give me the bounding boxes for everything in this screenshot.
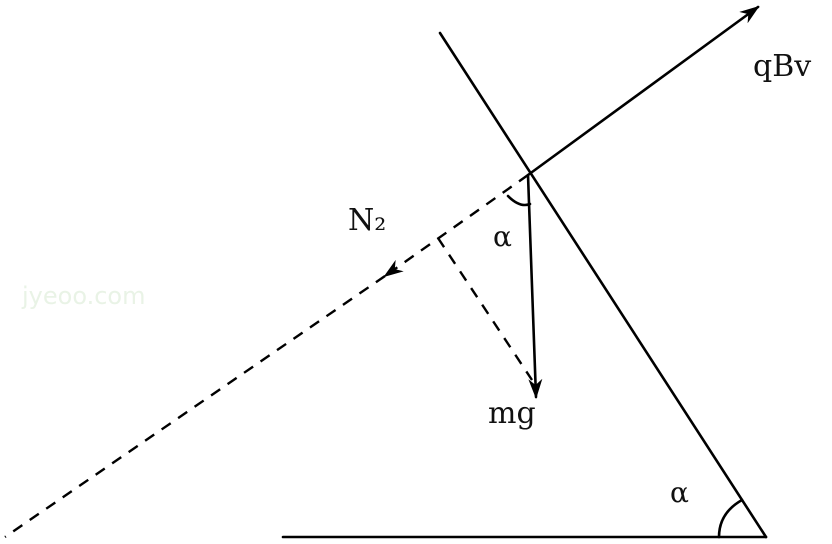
n2-force-arrow xyxy=(383,174,529,278)
incline-line xyxy=(438,31,768,539)
angle-arc-top xyxy=(506,194,532,207)
label-alpha-top: α xyxy=(493,220,512,253)
label-n2: N₂ xyxy=(348,203,386,238)
projection-dashed-line xyxy=(436,237,534,381)
mg-force-arrow xyxy=(526,173,543,399)
qbv-force-arrow xyxy=(526,5,760,177)
label-alpha-bottom: α xyxy=(670,476,689,509)
angle-arc-bottom xyxy=(717,498,744,539)
label-mg: mg xyxy=(488,396,536,431)
watermark-text: jyeoo.com xyxy=(21,282,145,310)
extension-dashed-line xyxy=(4,275,386,538)
label-qbv: qBv xyxy=(753,49,811,84)
